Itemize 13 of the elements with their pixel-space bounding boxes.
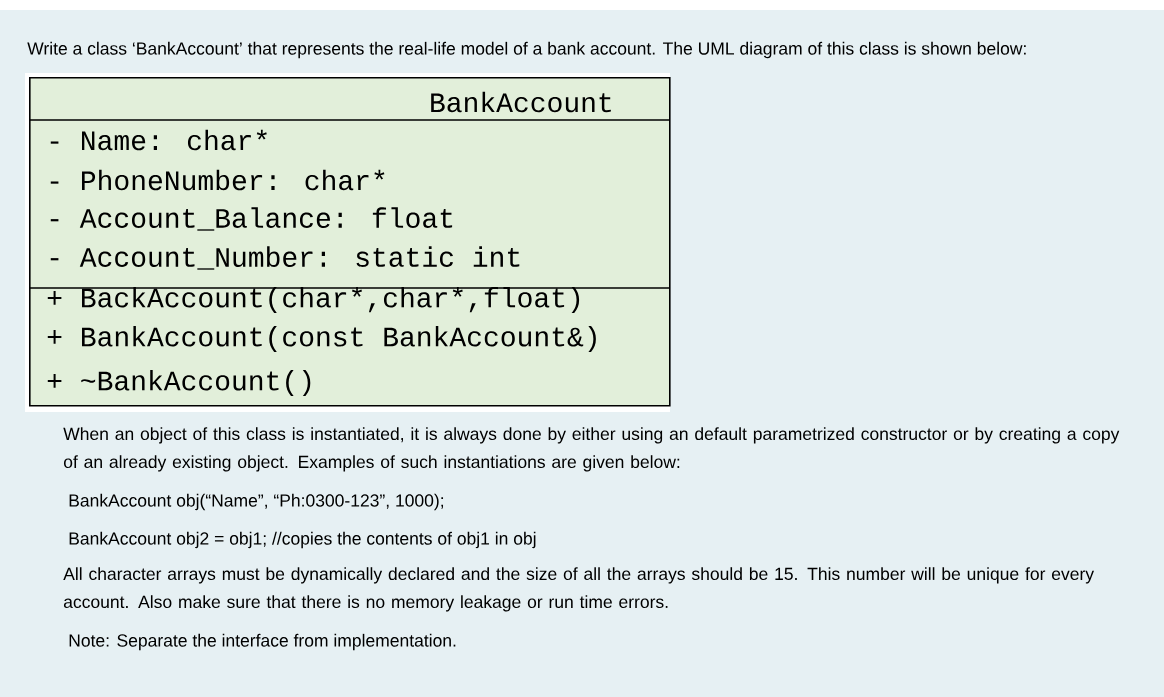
paragraph: All character arrays must be dynamically declared and the size of all the arrays should be 15. This number will be unique for every account. Also make sure that there is no memory leakage or run time errors. — [63, 567, 1094, 612]
method: + ~BankAccount() — [47, 369, 311, 397]
class-name: BankAccount — [431, 91, 611, 113]
method: + BankAccount(const BankAccount&) — [47, 325, 596, 353]
attribute: - PhoneNumber: char* — [50, 169, 385, 191]
paragraph: BankAccount obj(“Name”, “Ph:0300-123”, 1000); — [69, 493, 443, 511]
paragraph: Note: Separate the interface from implementation. — [69, 633, 456, 651]
attribute: - Account_Number: static int — [50, 246, 520, 270]
attribute: - Account_Balance: float — [50, 207, 453, 231]
class-box — [25, 73, 671, 412]
attribute: - Name: char* — [50, 129, 267, 151]
paragraph: BankAccount obj2 = obj1; //copies the contents of obj1 in obj — [69, 531, 536, 549]
method: + BackAccount(char*,char*,float) — [47, 286, 580, 314]
